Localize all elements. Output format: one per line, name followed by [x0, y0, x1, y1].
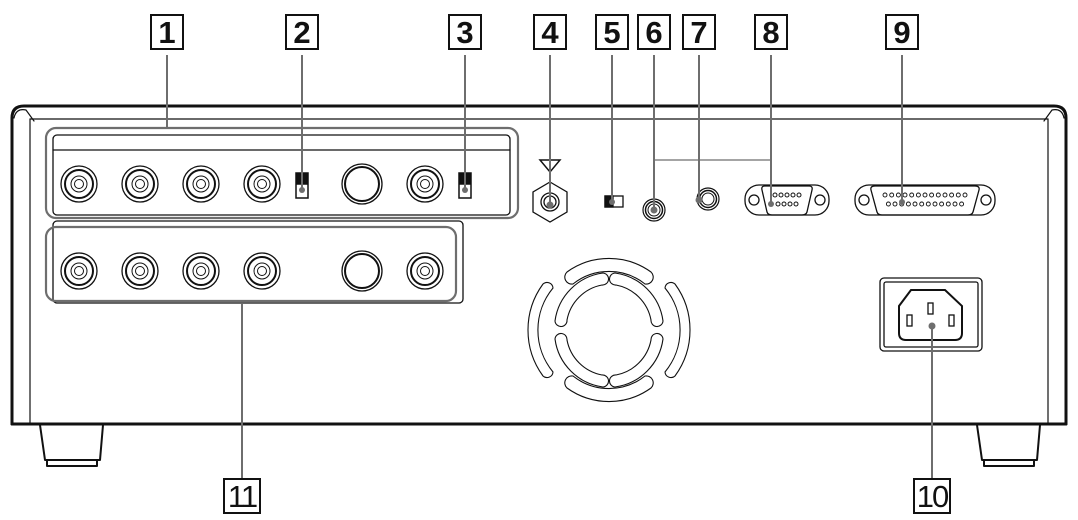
- dsub-25-connector: [854, 184, 996, 216]
- callout-11: 11: [223, 478, 261, 514]
- callout-7: 7: [682, 14, 716, 50]
- leader-lines: [166, 55, 933, 478]
- callout-3: 3: [448, 14, 482, 50]
- foot-left: [39, 424, 104, 467]
- callout-10: 10: [913, 478, 951, 514]
- leader-dots: [299, 187, 936, 330]
- upper-connector-plate: [44, 126, 520, 220]
- callout-2: 2: [285, 14, 319, 50]
- callout-1: 1: [150, 14, 184, 50]
- dsub-9-connector: [744, 184, 830, 216]
- chassis: [10, 104, 1068, 426]
- foot-right: [976, 424, 1041, 467]
- lower-connector-plate: [44, 220, 464, 304]
- callout-9: 9: [885, 14, 919, 50]
- callout-8: 8: [754, 14, 788, 50]
- callout-5: 5: [595, 14, 629, 50]
- bnc-connectors-lower: [60, 250, 444, 292]
- callout-6: 6: [637, 14, 671, 50]
- fan-grille: [527, 258, 691, 402]
- callout-4: 4: [533, 14, 567, 50]
- bnc-connectors-upper: [60, 163, 444, 205]
